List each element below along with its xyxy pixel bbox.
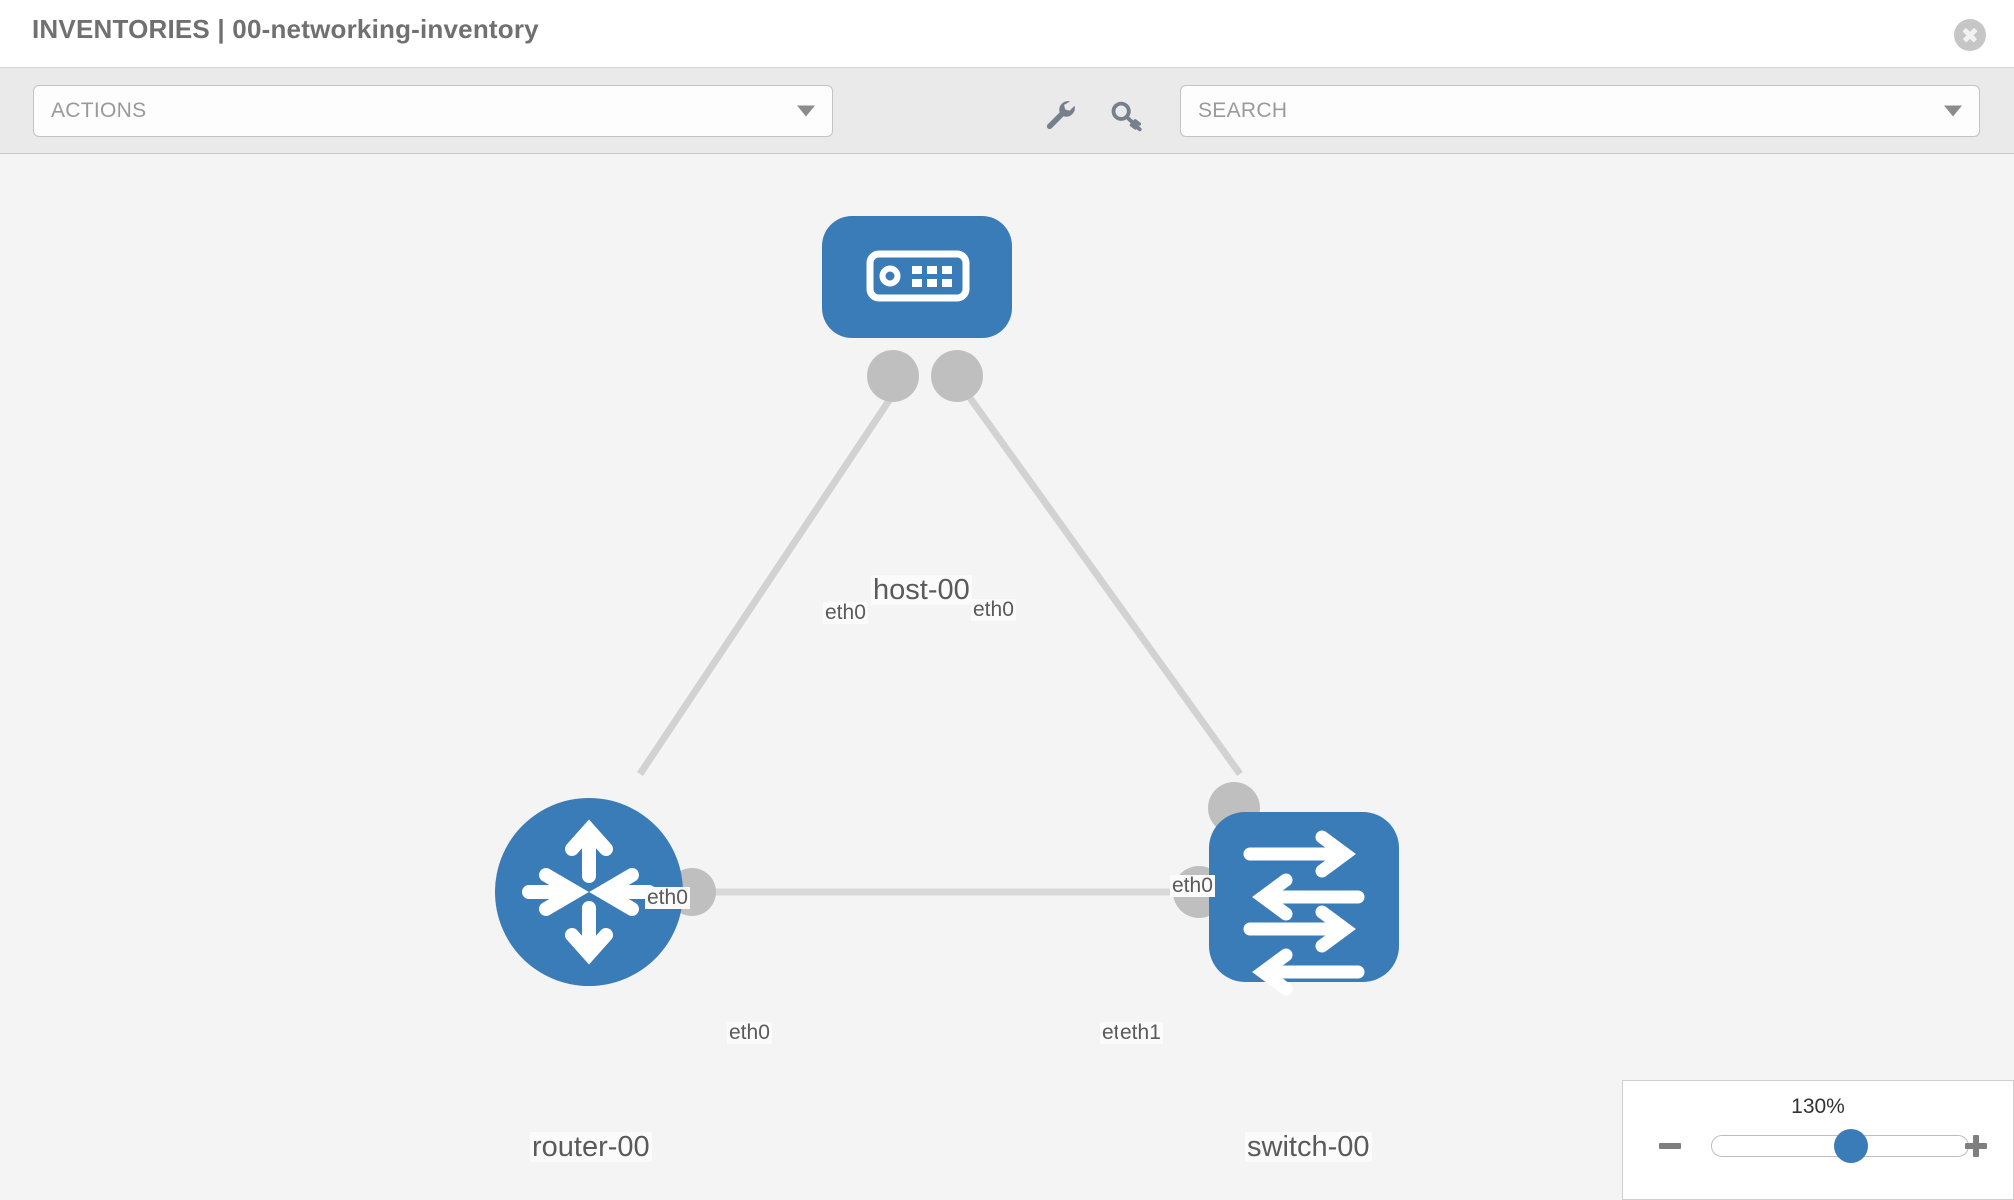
server-icon bbox=[866, 250, 970, 302]
node-switch-00 bbox=[1209, 812, 1399, 996]
port-host-right bbox=[931, 350, 983, 402]
port-label-switch-left-b: eth1 bbox=[1118, 1021, 1163, 1045]
node-host-00 bbox=[822, 216, 1012, 338]
router-arrows-icon bbox=[522, 819, 656, 965]
minus-icon[interactable] bbox=[1655, 1131, 1685, 1161]
search-input[interactable]: SEARCH bbox=[1180, 85, 1980, 137]
chevron-down-icon bbox=[1944, 105, 1962, 117]
search-placeholder: SEARCH bbox=[1198, 99, 1288, 122]
topology-ports bbox=[668, 350, 1260, 918]
switch-arrows-icon bbox=[1243, 830, 1365, 996]
port-host-left bbox=[867, 350, 919, 402]
node-label-switch: switch-00 bbox=[1245, 1131, 1372, 1163]
topology-graph bbox=[495, 216, 1399, 996]
zoom-slider-track[interactable] bbox=[1711, 1129, 1969, 1163]
page-title: INVENTORIES | 00-networking-inventory bbox=[32, 14, 539, 44]
node-label-router: router-00 bbox=[530, 1131, 652, 1163]
port-label-host-left: eth0 bbox=[823, 601, 868, 625]
topology-canvas[interactable]: host-00 router-00 switch-00 eth0 eth0 et… bbox=[0, 154, 2014, 1200]
zoom-slider-thumb[interactable] bbox=[1834, 1129, 1868, 1163]
wrench-icon[interactable] bbox=[1043, 98, 1077, 132]
topology-links bbox=[637, 381, 1243, 896]
node-router-00 bbox=[495, 798, 683, 986]
port-label-host-right: eth0 bbox=[971, 598, 1016, 622]
close-icon[interactable] bbox=[1954, 19, 1986, 51]
link-host-router bbox=[637, 382, 903, 776]
page-header: INVENTORIES | 00-networking-inventory bbox=[0, 0, 2014, 68]
link-host-switch bbox=[957, 381, 1243, 777]
actions-dropdown[interactable]: ACTIONS bbox=[33, 85, 833, 137]
key-icon[interactable] bbox=[1110, 98, 1144, 132]
port-label-router-up: eth0 bbox=[645, 886, 690, 910]
port-label-router-right: eth0 bbox=[727, 1021, 772, 1045]
chevron-down-icon bbox=[797, 105, 815, 117]
port-label-switch-up: eth0 bbox=[1170, 874, 1215, 898]
wrench-icon-glyph bbox=[1046, 101, 1075, 130]
toolbar: ACTIONS SEARCH bbox=[0, 68, 2014, 154]
node-label-host: host-00 bbox=[871, 574, 972, 606]
zoom-level-label: 130% bbox=[1791, 1095, 1845, 1118]
actions-dropdown-label: ACTIONS bbox=[51, 99, 147, 122]
key-icon-glyph bbox=[1111, 101, 1142, 132]
plus-icon[interactable] bbox=[1961, 1131, 1991, 1161]
zoom-control-panel: 130% bbox=[1622, 1080, 2014, 1200]
